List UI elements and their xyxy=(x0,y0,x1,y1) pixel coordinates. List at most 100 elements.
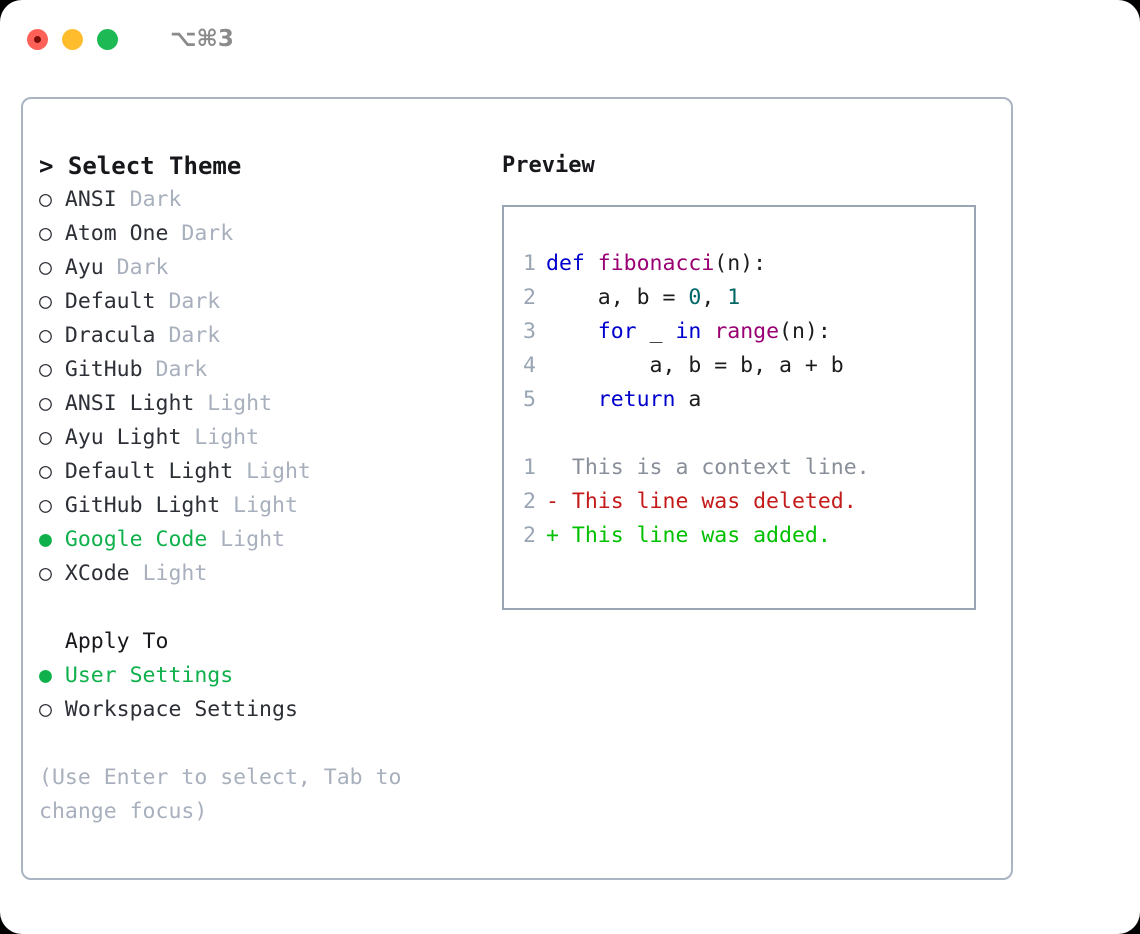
code-token: (n): xyxy=(779,319,831,344)
theme-name-label: Dracula xyxy=(51,323,156,348)
theme-variant-badge: Dark xyxy=(168,221,234,246)
code-token: a xyxy=(675,387,702,412)
theme-list-item[interactable]: ○ Dracula Dark xyxy=(39,319,479,353)
theme-list-item[interactable]: ○ GitHub Dark xyxy=(39,353,479,387)
code-token: a, b = b, a + b xyxy=(546,353,844,378)
code-token: 0 xyxy=(688,285,702,310)
theme-variant-badge: Light xyxy=(233,459,311,484)
apply-to-item[interactable]: ● User Settings xyxy=(39,659,479,693)
theme-name-label: GitHub Light xyxy=(51,493,221,518)
code-line: 5 return a xyxy=(514,383,974,417)
code-token xyxy=(701,319,714,344)
theme-list-item[interactable]: ○ GitHub Light Light xyxy=(39,489,479,523)
code-token: (n): xyxy=(714,251,767,276)
theme-variant-badge: Light xyxy=(220,493,298,518)
theme-name-label: ANSI xyxy=(51,187,117,212)
theme-name-label: Ayu Light xyxy=(51,425,182,450)
theme-variant-badge: Light xyxy=(181,425,260,450)
apply-to-label: User Settings xyxy=(51,663,234,688)
diff-line: 2- This line was deleted. xyxy=(514,485,974,519)
code-token: _ xyxy=(636,319,676,344)
zoom-window-icon[interactable] xyxy=(97,28,118,50)
theme-list-item[interactable]: ○ Atom One Dark xyxy=(39,217,479,251)
close-window-icon[interactable] xyxy=(27,28,48,50)
radio-unselected-icon: ○ xyxy=(39,289,52,314)
radio-unselected-icon: ○ xyxy=(39,221,52,246)
theme-selection-column: > Select Theme ○ ANSI Dark○ Atom One Dar… xyxy=(39,149,479,829)
select-theme-header: > Select Theme xyxy=(39,152,242,180)
radio-unselected-icon: ○ xyxy=(39,697,52,722)
code-token: def xyxy=(546,251,598,276)
theme-name-label: Atom One xyxy=(51,221,169,246)
theme-list-item[interactable]: ○ Ayu Light Light xyxy=(39,421,479,455)
list-spacer xyxy=(39,591,479,625)
line-number: 2 xyxy=(523,489,536,514)
theme-name-label: Default Light xyxy=(51,459,234,484)
theme-list-item[interactable]: ● Google Code Light xyxy=(39,523,479,557)
theme-list-item[interactable]: ○ Ayu Dark xyxy=(39,251,479,285)
code-token: , xyxy=(701,285,728,310)
line-number: 2 xyxy=(523,523,536,548)
line-number: 4 xyxy=(523,353,536,378)
diff-text: This is a context line. xyxy=(571,455,870,480)
theme-list-item[interactable]: ○ Default Light Light xyxy=(39,455,479,489)
diff-text: This line was added. xyxy=(571,523,831,548)
theme-variant-badge: Light xyxy=(207,527,285,552)
apply-to-header: Apply To xyxy=(39,629,169,654)
diff-line: 2 + This line was added. xyxy=(514,519,974,553)
code-line: 3 for _ in range(n): xyxy=(514,315,974,349)
theme-variant-badge: Dark xyxy=(155,289,221,314)
minimize-window-icon[interactable] xyxy=(62,28,83,50)
radio-unselected-icon: ○ xyxy=(39,255,52,280)
theme-name-label: ANSI Light xyxy=(51,391,195,416)
code-diff-spacer xyxy=(514,417,974,451)
diff-sign: + xyxy=(546,523,572,548)
preview-title: Preview xyxy=(502,153,595,178)
apply-to-item[interactable]: ○ Workspace Settings xyxy=(39,693,479,727)
radio-unselected-icon: ○ xyxy=(39,459,52,484)
content-panel: > Select Theme ○ ANSI Dark○ Atom One Dar… xyxy=(21,97,1013,880)
code-token: range xyxy=(714,319,780,344)
radio-unselected-icon: ○ xyxy=(39,187,52,212)
code-line: 1 def fibonacci(n): xyxy=(514,247,974,281)
line-number: 3 xyxy=(523,319,536,344)
theme-name-label: XCode xyxy=(51,561,130,586)
title-bar: ⌥⌘3 xyxy=(0,0,1140,78)
radio-unselected-icon: ○ xyxy=(39,561,52,586)
radio-unselected-icon: ○ xyxy=(39,391,52,416)
theme-list-item[interactable]: ○ Default Dark xyxy=(39,285,479,319)
keyboard-hint-text: (Use Enter to select, Tab to change focu… xyxy=(39,765,402,824)
code-token xyxy=(546,387,598,412)
theme-list[interactable]: ○ ANSI Dark○ Atom One Dark○ Ayu Dark○ De… xyxy=(39,183,479,591)
radio-unselected-icon: ○ xyxy=(39,493,52,518)
theme-list-item[interactable]: ○ XCode Light xyxy=(39,557,479,591)
traffic-light-buttons xyxy=(27,28,118,50)
theme-variant-badge: Light xyxy=(129,561,208,586)
theme-name-label: Google Code xyxy=(51,527,208,552)
theme-variant-badge: Dark xyxy=(103,255,169,280)
radio-unselected-icon: ○ xyxy=(39,425,52,450)
theme-list-item[interactable]: ○ ANSI Dark xyxy=(39,183,479,217)
radio-selected-icon: ● xyxy=(39,663,52,688)
code-token: fibonacci xyxy=(597,251,715,276)
radio-selected-icon: ● xyxy=(39,527,52,552)
code-sample: 1 def fibonacci(n): 2 a, b = 0, 1 3 for _ i… xyxy=(514,247,974,417)
code-token: in xyxy=(675,319,702,344)
theme-name-label: GitHub xyxy=(51,357,143,382)
apply-to-label: Workspace Settings xyxy=(51,697,298,722)
code-token: for xyxy=(597,319,637,344)
theme-list-item[interactable]: ○ ANSI Light Light xyxy=(39,387,479,421)
diff-line: 1 This is a context line. xyxy=(514,451,974,485)
diff-sample: 1 This is a context line.2- This line wa… xyxy=(514,451,974,553)
diff-sign xyxy=(546,455,572,480)
theme-variant-badge: Dark xyxy=(142,357,208,382)
line-number: 1 xyxy=(523,455,536,480)
code-token: a, b = xyxy=(546,285,689,310)
line-number: 5 xyxy=(523,387,536,412)
theme-variant-badge: Light xyxy=(194,391,273,416)
apply-to-list[interactable]: ● User Settings○ Workspace Settings xyxy=(39,659,479,727)
line-number: 2 xyxy=(523,285,536,310)
line-number: 1 xyxy=(523,251,536,276)
